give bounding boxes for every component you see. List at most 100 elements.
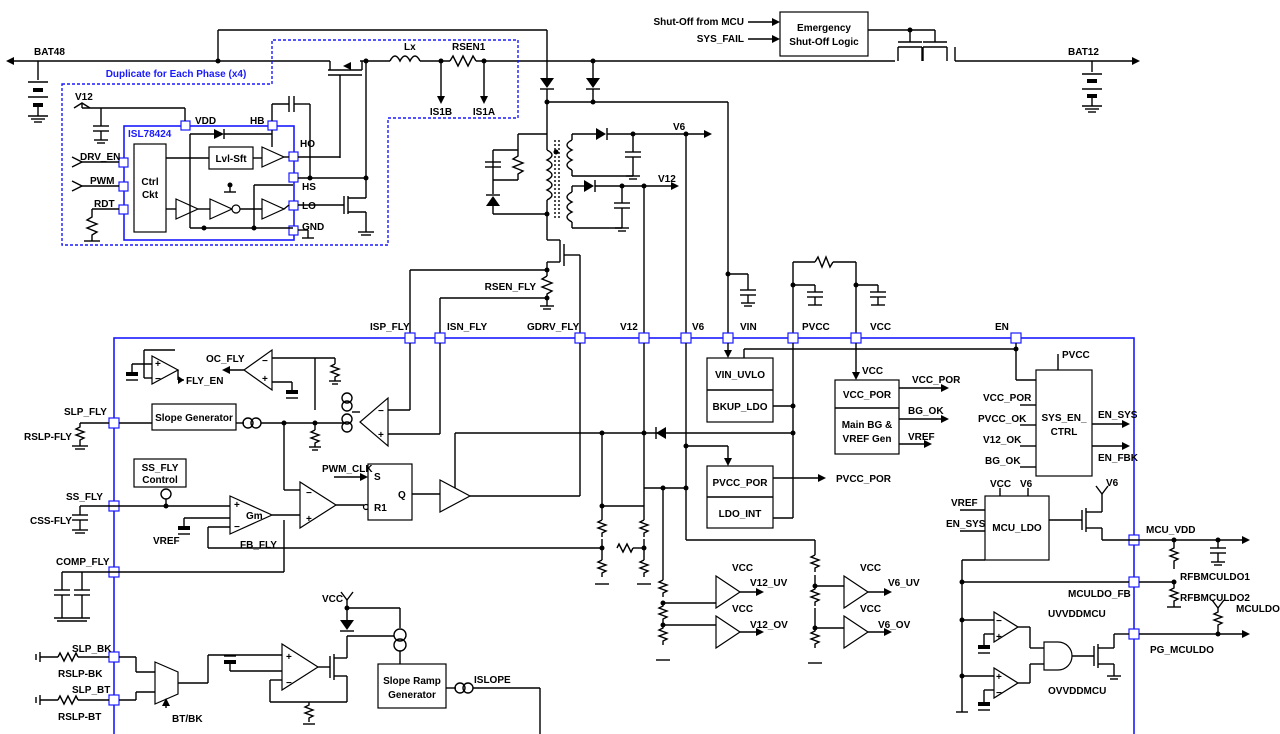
en-fbk-label: EN_FBK [1098,453,1139,464]
vcc-por-label: VCC_POR [843,390,892,401]
rsen-fly-resistor [540,275,554,300]
v6-fet-label: V6 [1106,478,1119,489]
mcu-ldo-block [984,495,1050,561]
vdd-label: VDD [195,116,216,127]
slp-bt-label: SLP_BT [72,685,110,696]
bg-ok-in-label: BG_OK [985,456,1021,467]
rdt-resistor [85,209,99,241]
inverter [209,198,234,220]
rsen1-label: RSEN1 [452,42,486,53]
pg-label: PG_MCULDO [1150,645,1214,656]
ss-ctrl-label-1: SS_FLY [142,463,179,474]
mculdo-fb-label: MCULDO_FB [1068,589,1131,600]
vcc-in-label: VCC [862,366,883,377]
rdt-label: RDT [94,199,115,210]
v6-uv-label: V6_UV [888,578,920,589]
bat48-label: BAT48 [34,47,65,58]
vcc-uv1-label: VCC [732,563,753,574]
emergency-label-2: Shut-Off Logic [789,37,859,48]
pin-pvcc-label: PVCC [802,322,830,333]
pin-v6-label: V6 [692,322,705,333]
current-sense-amp [359,396,389,448]
inductor-lx [389,55,421,63]
sr-label-1: Slope Ramp [383,676,441,687]
svg-text:+: + [996,672,1002,683]
hs-label: HS [302,182,316,193]
pvcc-vcc-resistor [814,255,834,269]
vcc-uv2-label: VCC [732,604,753,615]
vref-out-label: VREF [908,432,935,443]
pin-hs [288,172,299,183]
slope-amp [281,642,320,692]
rsen-fly-label: RSEN_FLY [485,282,537,293]
svg-text:+: + [306,514,312,525]
svg-text:+: + [286,652,292,663]
isl78424-label: ISL78424 [128,129,172,140]
lx-label: Lx [404,42,416,53]
svg-text:−: − [996,616,1002,627]
vcc-slope-label: VCC [322,594,343,605]
rslp-bk-resistor [57,651,79,663]
vin-uvlo-label: VIN_UVLO [715,370,765,381]
gm-label: Gm [246,511,263,522]
lo-driver-buffer [261,198,286,220]
phase-duplicate-region [61,39,519,246]
mcu-ldo-pass-fet [1081,494,1103,540]
svg-text:−: − [996,688,1002,699]
ic-boundary [113,337,1135,734]
vcc-uv3-label: VCC [860,563,881,574]
mcu-vdd-label: MCU_VDD [1146,525,1195,536]
ctrl-ckt-block [133,143,167,233]
drv-en-label: DRV_EN [80,152,120,163]
slope-ramp-generator-block [377,663,447,709]
pwm-label: PWM [90,176,114,187]
bat12-label: BAT12 [1068,47,1099,58]
mculdo-label: MCULDO [1236,604,1280,615]
ovvdd-label: OVVDDMCU [1048,686,1106,697]
input-diodes [540,78,728,105]
svg-text:−: − [155,374,161,385]
bt-bk-label: BT/BK [172,714,203,725]
sysen-label-1: SYS_EN_ [1041,413,1086,424]
ctrl-label-1: Ctrl [141,177,158,188]
top-power-bus [6,29,1140,78]
rslp-bt-label: RSLP-BT [58,712,101,723]
v6-mcu-label: V6 [1020,479,1033,490]
comp-fly-label: COMP_FLY [56,557,110,568]
oc-fly-comparator [242,348,273,392]
duplicate-label: Duplicate for Each Phase (x4) [106,69,247,80]
rfb2-label: RFBMCULDO2 [1180,593,1250,604]
vcc-mcu-label: VCC [990,479,1011,490]
v12-uv-label: V12_UV [750,578,788,589]
ss-fly-label: SS_FLY [66,492,103,503]
pvcc-por-out-label: PVCC_POR [836,474,892,485]
pvcc-por-label: PVCC_POR [712,478,768,489]
isp-fly-label: ISP_FLY [370,322,410,333]
css-fly-label: CSS-FLY [30,516,72,527]
rslp-fly-label: RSLP-FLY [24,432,72,443]
back-to-back-mosfets [897,41,956,61]
svg-text:−: − [378,406,384,417]
hb-label: HB [250,116,264,127]
v6-out-label: V6 [673,122,686,133]
current-mirror-1 [393,628,407,642]
gm-amplifier [229,495,274,535]
uvvddmcu-comparator [993,610,1020,644]
vref-left-label: VREF [153,536,180,547]
lvlsft-label: Lvl-Sft [215,154,247,165]
battery-bat12 [1082,61,1102,113]
buffer-1 [175,198,200,220]
pvcc-label: PVCC [1062,350,1090,361]
shutoff-mcu-label: Shut-Off from MCU [653,17,744,28]
pin-rdt [118,204,129,215]
pvcc-ok-label: PVCC_OK [978,414,1027,425]
flyback-mosfet [546,239,581,336]
slope-gen-label: Slope Generator [155,413,233,424]
slope-generator-block [151,403,237,431]
resistor-rsen1 [449,54,477,68]
vcc-por-bg-block [834,379,900,455]
svg-text:+: + [378,430,384,441]
pwm-input-arrow [71,180,84,192]
high-side-mosfet [328,61,363,158]
